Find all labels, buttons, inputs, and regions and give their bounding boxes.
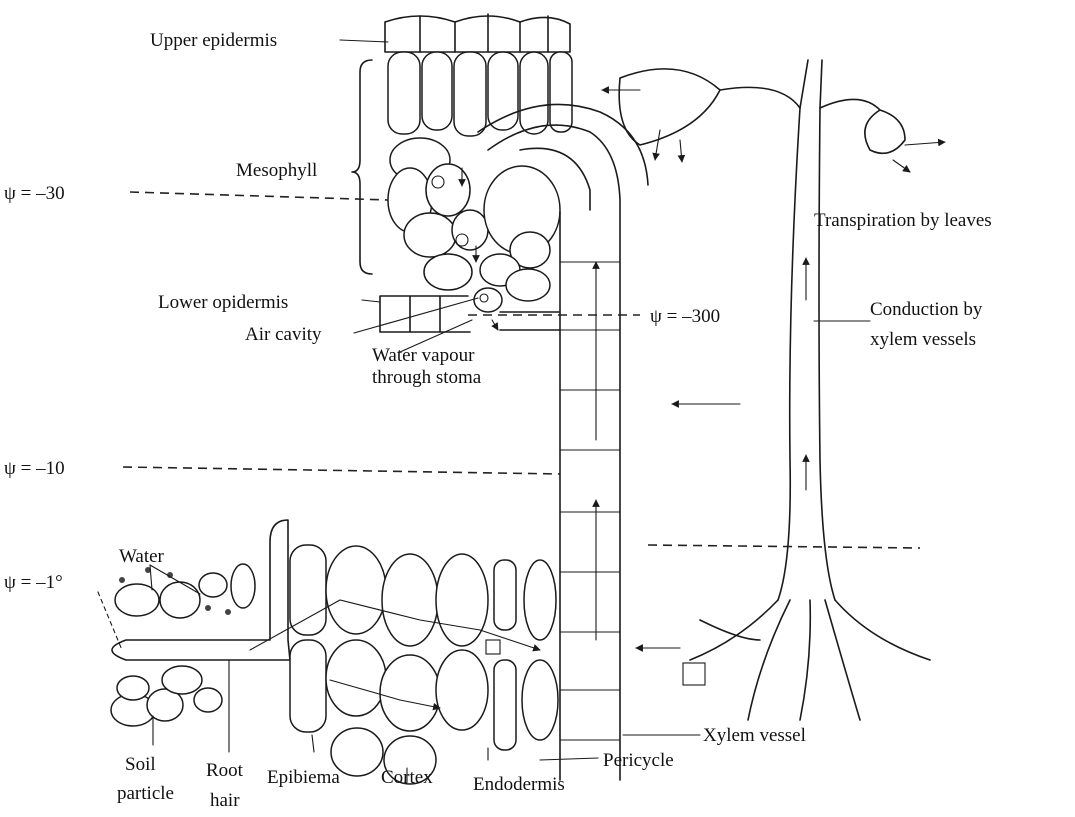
label-soil-particle-line1: Soil [125,754,156,775]
root-section [111,520,558,784]
mesophyll-bracket [352,60,372,274]
label-soil-particle-line2: particle [117,783,174,804]
leaf-right [865,110,905,153]
label-lower-epidermis: Lower opidermis [158,292,288,313]
leaf-arrow [893,160,910,172]
plant [619,60,945,720]
ground-line [648,545,920,548]
label-transpiration: Transpiration by leaves [814,210,992,231]
leaf-arrow [655,130,660,160]
label-water-vapour-line1: Water vapour [372,345,475,366]
lower-epidermis-cells [380,296,560,332]
psi-line-10 [123,467,560,474]
leaf-arrow [905,142,945,145]
soil-particles [111,564,255,726]
label-water: Water [119,546,165,567]
label-mesophyll: Mesophyll [236,160,317,181]
label-xylem-vessel: Xylem vessel [703,725,806,746]
leaf-section [352,14,572,332]
label-conduction-line1: Conduction by [870,299,983,320]
psi-line-30 [130,192,388,200]
leaf-left [619,69,720,145]
upper-epidermis-cells [385,14,570,52]
spongy-cells [388,138,560,312]
label-root-hair-line1: Root [206,760,244,781]
leaf-arrow [492,320,498,330]
label-psi-minus-30: ψ = –30 [4,183,65,204]
label-air-cavity: Air cavity [245,324,322,345]
label-water-vapour-line2: through stoma [372,367,482,388]
label-upper-epidermis: Upper epidermis [150,30,277,51]
palisade-cells [388,52,572,136]
label-root-hair-line2: hair [210,790,240,811]
cortex-cells [290,545,558,784]
root-zoom-box [683,663,705,685]
label-psi-minus-300: ψ = –300 [650,306,720,327]
label-cortex: Cortex [381,767,433,788]
label-psi-minus-10: ψ = –10 [4,458,65,479]
label-endodermis: Endodermis [473,774,565,795]
label-epibiema: Epibiema [267,767,340,788]
label-psi-minus-1: ψ = –1° [4,572,63,593]
label-conduction-line2: xylem vessels [870,329,976,350]
leaf-arrow [680,140,682,162]
label-pericycle: Pericycle [603,750,674,771]
roots [690,600,930,720]
